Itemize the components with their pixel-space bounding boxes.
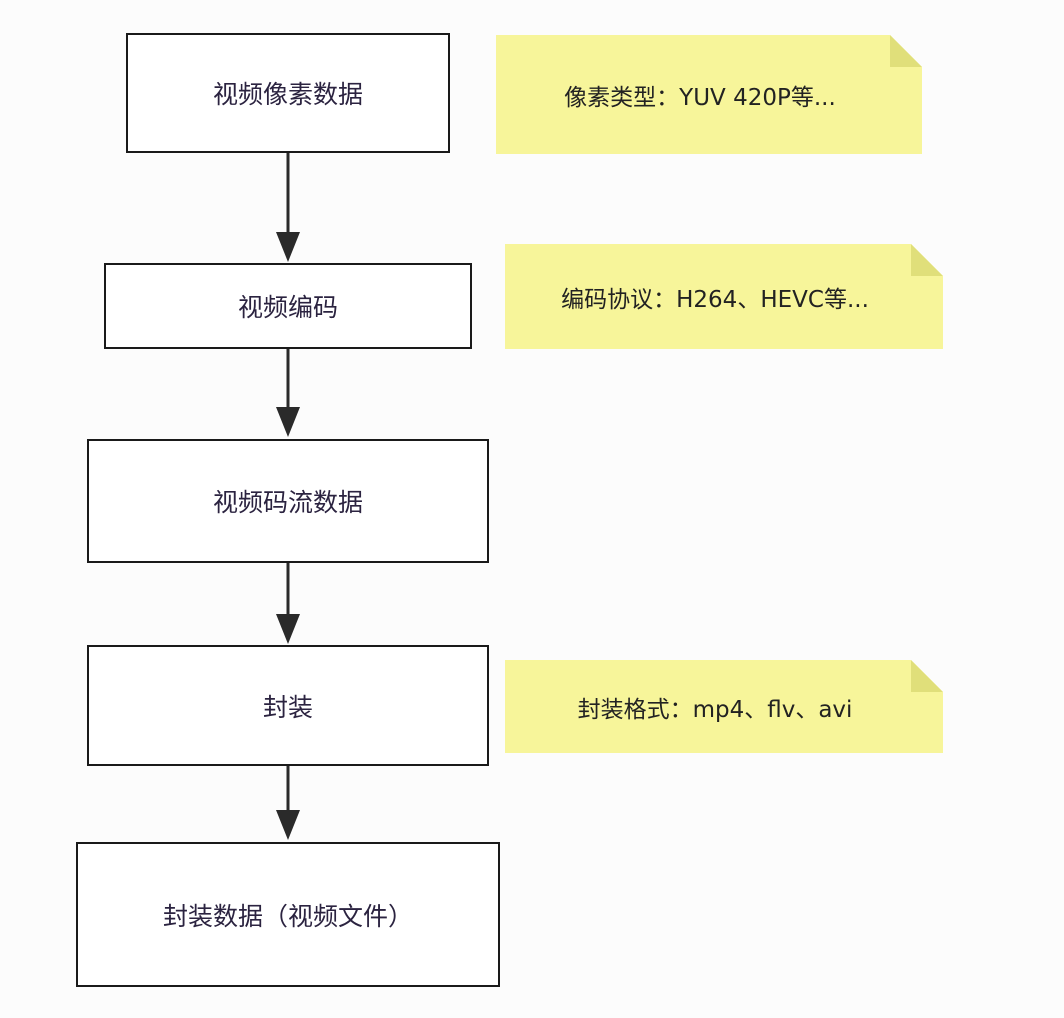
sticky-note-shape — [505, 244, 943, 349]
step-packaging: 封装 — [87, 645, 489, 766]
arrow-1 — [276, 153, 300, 262]
step-label: 封装数据（视频文件） — [162, 901, 413, 931]
step-video-pixel-data: 视频像素数据 — [126, 33, 450, 153]
sticky-note-shape — [505, 660, 943, 753]
step-packaged-data: 封装数据（视频文件） — [76, 842, 500, 987]
note-text: 像素类型：YUV 420P等... — [564, 84, 836, 111]
sticky-note-shape — [496, 35, 922, 154]
step-label: 封装 — [262, 692, 313, 722]
arrow-4 — [276, 766, 300, 840]
note-text: 编码协议：H264、HEVC等... — [561, 286, 869, 313]
note-container-format: 封装格式：mp4、flv、avi — [505, 660, 943, 753]
note-text: 封装格式：mp4、flv、avi — [577, 696, 853, 723]
arrow-2 — [276, 349, 300, 437]
note-codec-protocol: 编码协议：H264、HEVC等... — [505, 244, 943, 349]
step-label: 视频码流数据 — [212, 488, 363, 517]
arrow-3 — [276, 563, 300, 644]
step-video-encoding: 视频编码 — [104, 263, 472, 349]
step-video-bitstream-data: 视频码流数据 — [87, 439, 489, 563]
step-label: 视频编码 — [237, 293, 338, 322]
note-pixel-type: 像素类型：YUV 420P等... — [496, 35, 922, 154]
step-label: 视频像素数据 — [212, 80, 363, 109]
